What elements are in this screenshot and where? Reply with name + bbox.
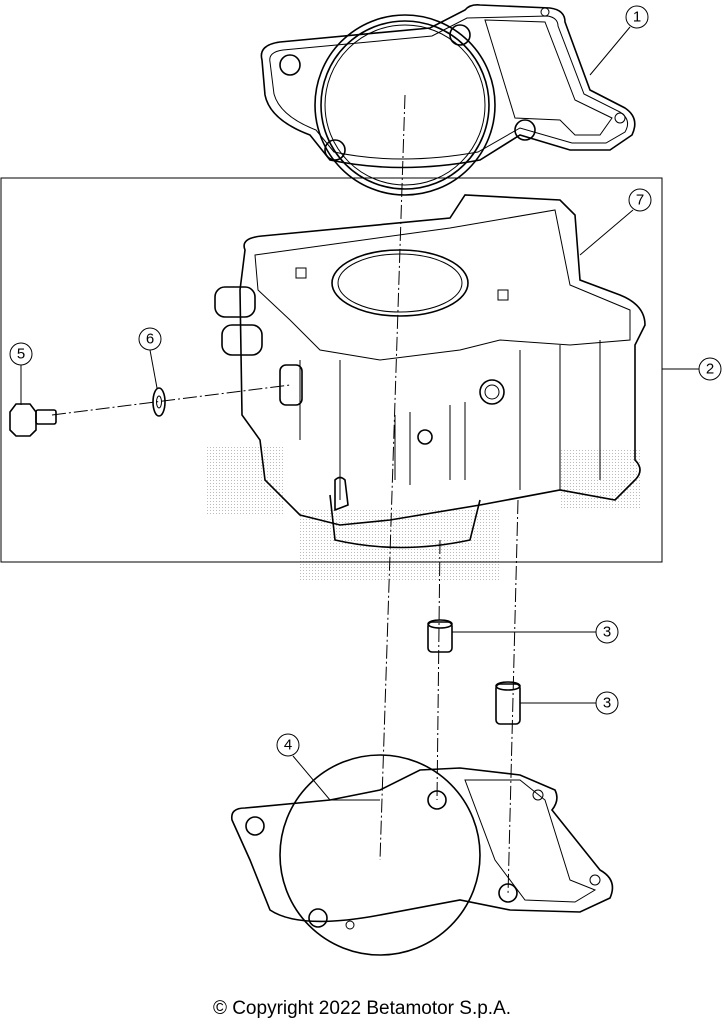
svg-text:5: 5 [17, 346, 25, 363]
cylinder-head-gasket[interactable] [260, 4, 636, 196]
dowel-pin-1[interactable] [427, 619, 453, 653]
washer[interactable] [152, 387, 166, 417]
svg-text:1: 1 [633, 9, 641, 26]
cylinder-block[interactable] [214, 194, 646, 549]
dowel-pin-2[interactable] [495, 681, 521, 725]
svg-text:4: 4 [284, 737, 292, 754]
assembly-frame [0, 177, 663, 563]
callout-1[interactable]: 1 [625, 5, 649, 29]
svg-text:6: 6 [146, 331, 154, 348]
callout-3a[interactable]: 3 [595, 620, 619, 644]
callout-3b[interactable]: 3 [595, 691, 619, 715]
watermark [205, 445, 640, 580]
copyright-text: © Copyright 2022 Betamotor S.p.A. [212, 998, 512, 1019]
screw[interactable] [9, 403, 57, 437]
callout-5[interactable]: 5 [9, 342, 33, 366]
svg-text:3: 3 [603, 695, 611, 712]
callout-2[interactable]: 2 [698, 357, 722, 381]
cylinder-base-gasket[interactable] [230, 754, 614, 956]
leader-lines [20, 26, 699, 801]
callout-4[interactable]: 4 [276, 733, 300, 757]
svg-text:3: 3 [603, 624, 611, 641]
svg-text:7: 7 [636, 192, 644, 209]
callout-7[interactable]: 7 [628, 188, 652, 212]
callout-6[interactable]: 6 [138, 327, 162, 351]
svg-text:2: 2 [706, 361, 714, 378]
